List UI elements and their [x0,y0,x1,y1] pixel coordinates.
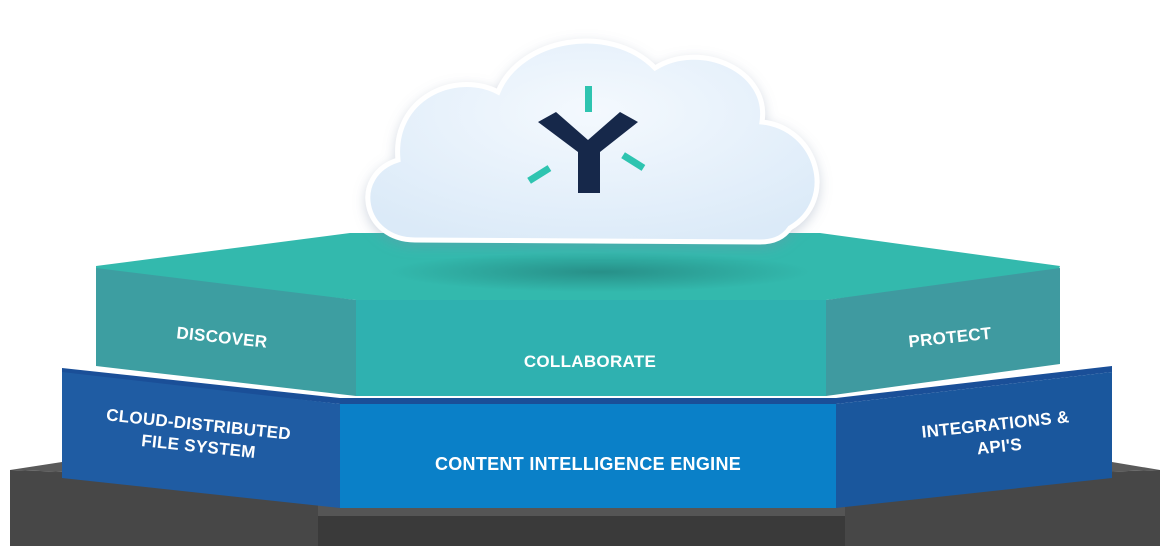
logo-y-shape [538,112,638,193]
logo-accent-right [621,152,646,171]
middle-layer [62,366,1112,508]
label-content-intelligence-engine: CONTENT INTELLIGENCE ENGINE [435,454,741,474]
top-layer [96,233,1060,396]
base-front-face [318,516,845,546]
top-front-face [356,300,826,396]
cloud-shadow [390,252,810,292]
middle-front-face [340,404,836,508]
top-left-face [96,268,356,396]
middle-left-face [62,372,340,508]
label-collaborate: COLLABORATE [524,352,656,371]
middle-right-face [836,372,1112,508]
y-node-logo-icon [527,86,646,193]
logo-accent-top [585,86,592,112]
logo-accent-left [527,165,552,184]
top-right-face [826,268,1060,396]
label-apis: API'S [976,435,1023,459]
